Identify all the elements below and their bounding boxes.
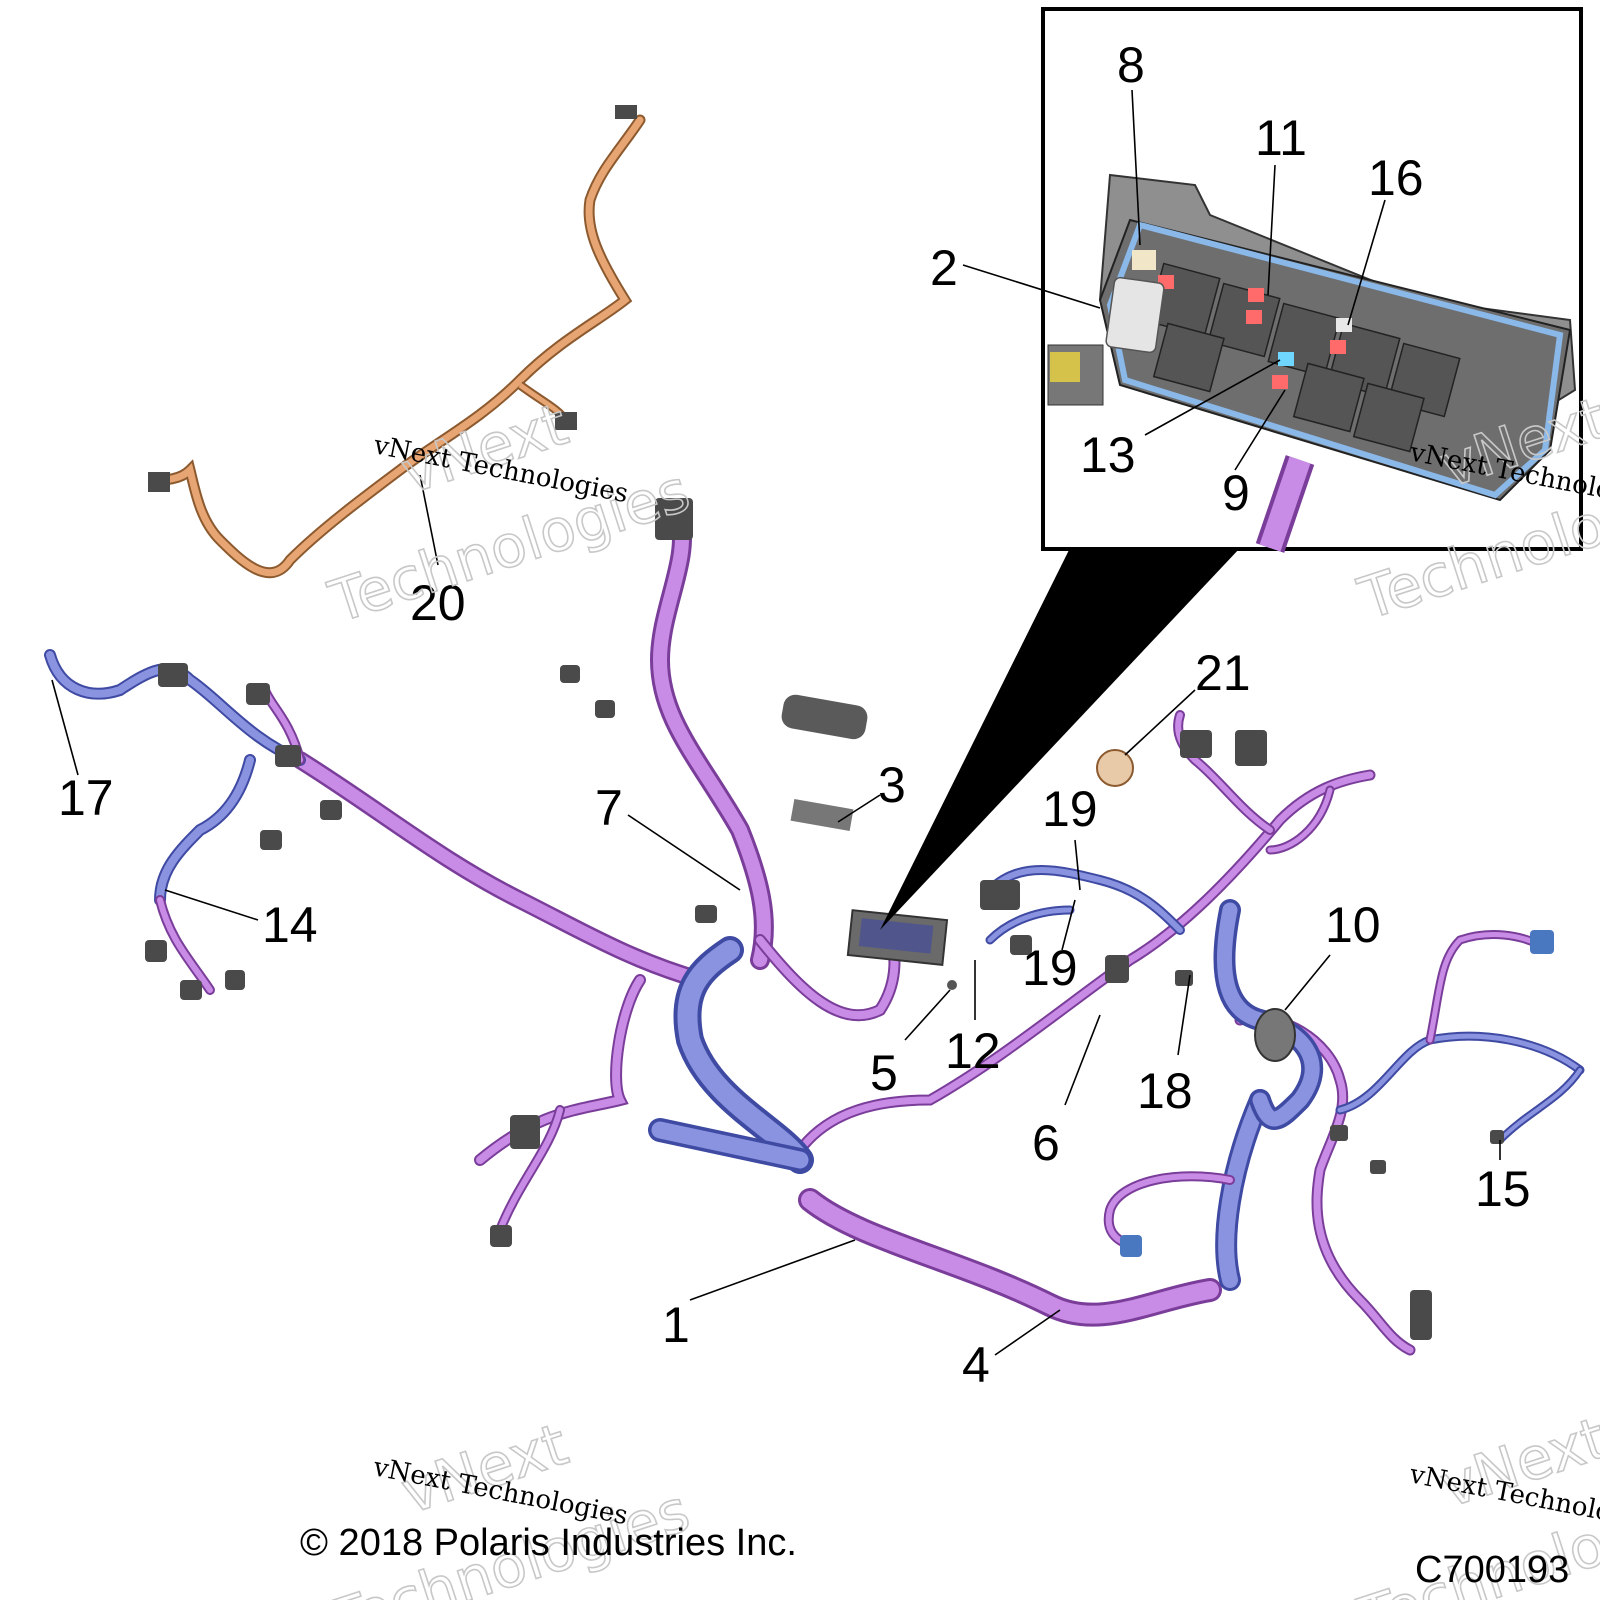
grommet-icon [1096,749,1134,787]
watermark-bottom-left: vNext Technologies vNext Technologies [320,1409,698,1600]
connector-icon [510,1115,540,1149]
item-3-parts [781,694,868,832]
connector-icon [555,412,577,430]
connector-icon [1010,935,1032,955]
connector-icon [1370,1160,1386,1174]
connector-icon [180,980,202,1000]
callout-5: 5 [870,1045,898,1101]
connector-icon [225,970,245,990]
callout-3: 3 [878,757,906,813]
connector-icon [246,683,270,705]
figure-code: C700193 [1415,1549,1569,1591]
callout-13: 13 [1080,427,1136,483]
callout-numbers: 1 2 3 4 5 6 7 8 9 10 11 12 13 14 15 16 1… [58,37,1531,1393]
callout-2: 2 [930,240,958,296]
fuse-icon [1336,318,1352,332]
fuse-icon [1330,340,1346,354]
callout-7: 7 [595,780,623,836]
connectors [145,498,1554,1340]
callout-19-lower: 19 [1022,940,1078,996]
connector-icon [1120,1235,1142,1257]
module-icon [781,694,868,740]
callout-21: 21 [1195,645,1251,701]
watermark-top-left: vNext Technologies vNext Technologies [320,389,698,637]
callout-19-upper: 19 [1042,781,1098,837]
connector-icon [980,880,1020,910]
connector-icon [1530,930,1554,954]
fuse-icon [1246,310,1262,324]
connector-icon [1105,955,1129,983]
fuse-icon [1272,375,1288,389]
fuse-block-icon [790,798,854,832]
callout-14: 14 [262,897,318,953]
callout-6: 6 [1032,1115,1060,1171]
callout-18: 18 [1137,1063,1193,1119]
fuse-icon [1278,352,1294,366]
fuse-icon [1132,250,1156,270]
harness-20-orange [148,105,646,579]
connector-icon [145,940,167,962]
connector-icon [320,800,342,820]
connector-icon [655,498,693,540]
callout-9: 9 [1222,465,1250,521]
callout-1: 1 [662,1297,690,1353]
callout-11: 11 [1255,110,1307,166]
callout-16: 16 [1368,150,1424,206]
connector-icon [158,663,188,687]
leader-lines [51,89,1501,1356]
relay-icon [1105,276,1165,354]
connector-icon [1180,730,1212,758]
clip-icon [947,980,957,990]
callout-4: 4 [962,1337,990,1393]
connector-icon [615,105,637,119]
inset-pointer [880,548,1240,930]
grommet-icon [1254,1008,1296,1062]
connector-icon [1330,1125,1348,1141]
callout-15: 15 [1475,1161,1531,1217]
connector-icon [260,830,282,850]
harness-1-main [291,510,1585,1356]
connector-icon [275,745,301,767]
connector-icon [490,1225,512,1247]
connector-icon [560,665,580,683]
callout-20: 20 [410,575,466,631]
copyright-text: © 2018 Polaris Industries Inc. [300,1522,797,1564]
connector-icon [1490,1130,1504,1144]
connector-icon [595,700,615,718]
callout-10: 10 [1325,897,1381,953]
callout-12: 12 [945,1023,1001,1079]
connector-icon [148,472,170,492]
connector-icon [695,905,717,923]
fuse-icon [1248,288,1264,302]
callout-8: 8 [1117,37,1145,93]
connector-icon [1235,730,1267,766]
callout-17: 17 [58,770,114,826]
connector-icon [1410,1290,1432,1340]
